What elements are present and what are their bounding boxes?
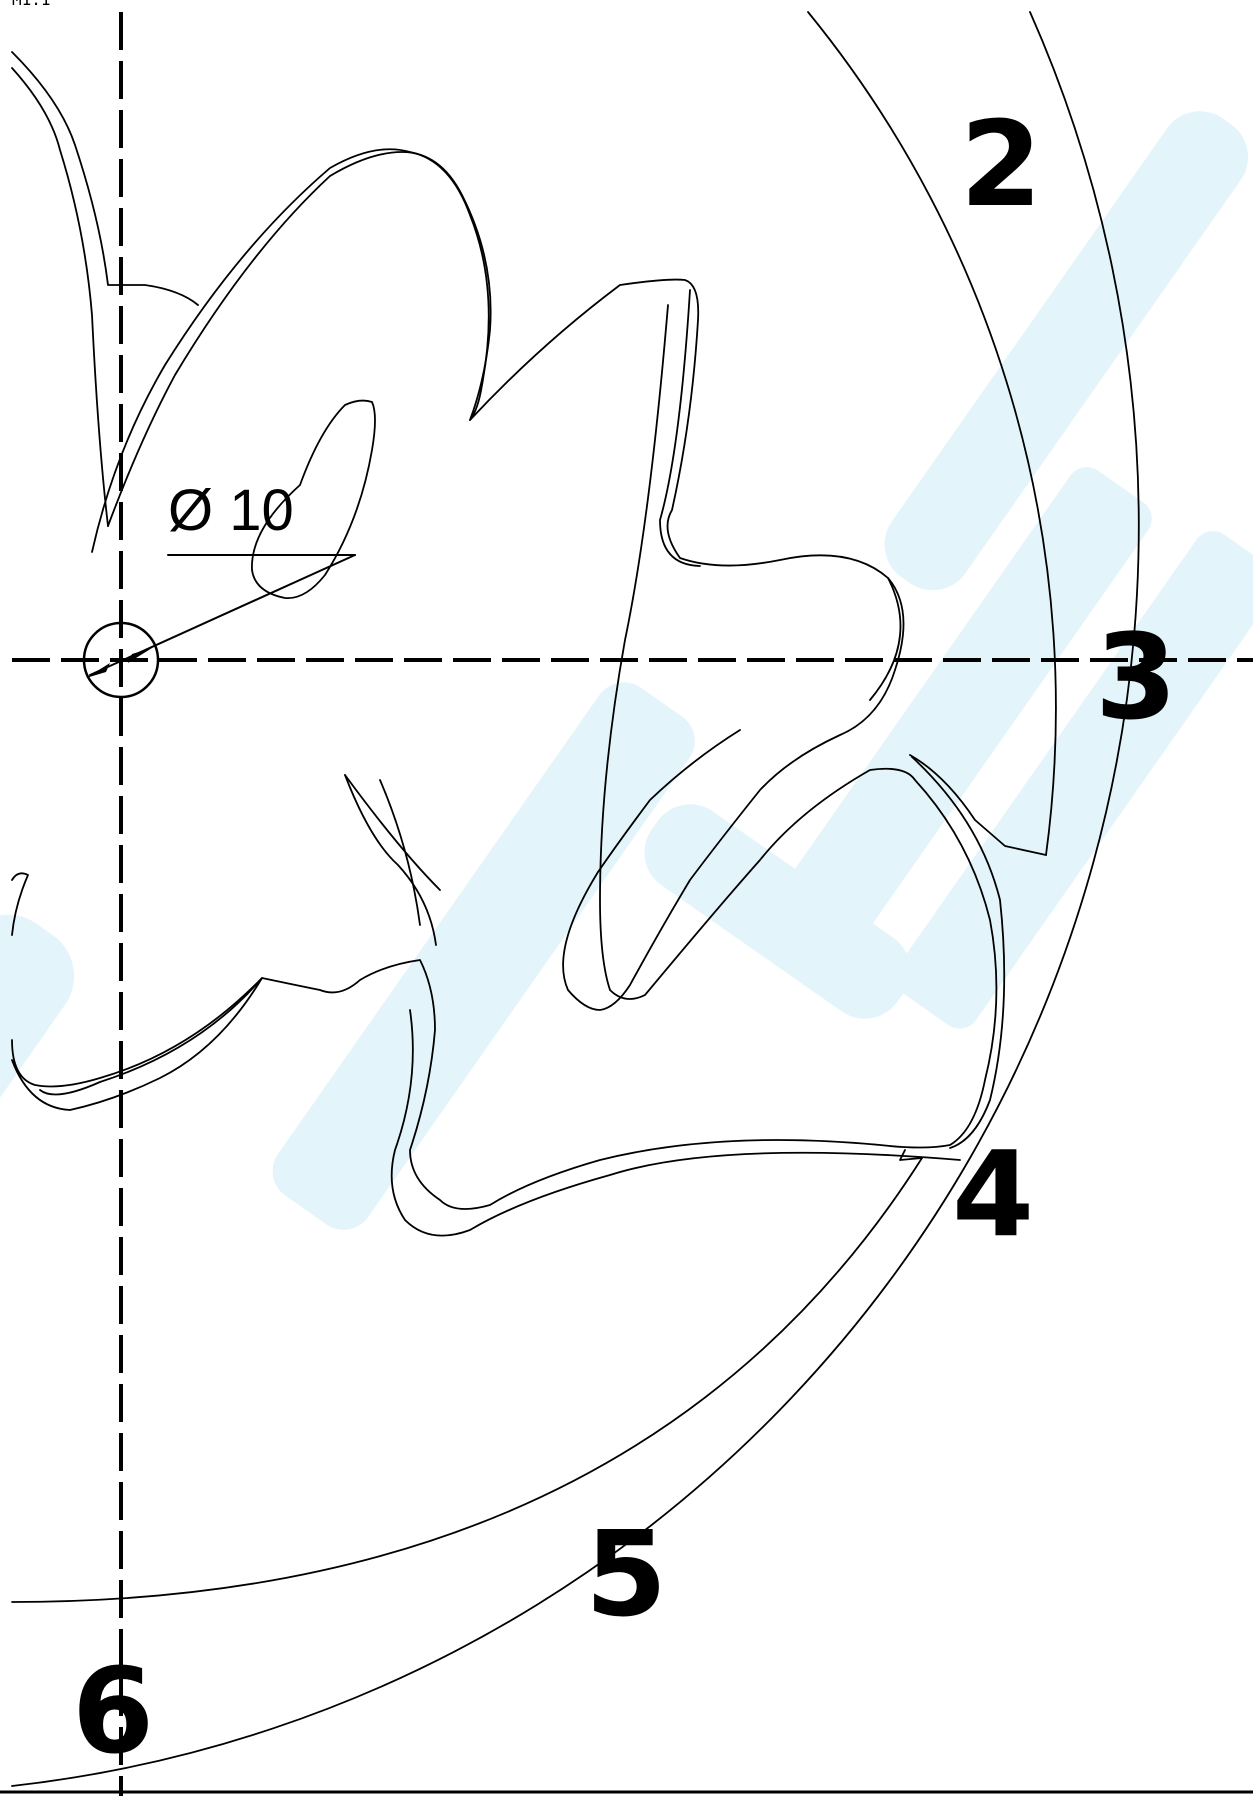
sector-number-2: 2	[960, 95, 1042, 233]
inner-circle-arc-upper	[807, 11, 1057, 856]
dimension-leader	[89, 554, 356, 676]
gear-inner-contour	[39, 304, 998, 1210]
outer-circle-arc	[11, 11, 1140, 1787]
dimension-arrow-left	[86, 663, 110, 678]
gear-inner-contour-offset	[344, 289, 1006, 1237]
gear-left-small-arc	[11, 872, 29, 936]
inner-circle-arc-lower	[11, 1157, 923, 1603]
sector-number-3: 3	[1095, 608, 1177, 746]
gear-inner-lobe	[251, 399, 376, 599]
inner-circle-step	[909, 754, 1047, 856]
dimension-label: Ø 10	[168, 478, 294, 543]
gear-left-lower	[11, 977, 263, 1111]
gear-outline-mid	[91, 148, 490, 553]
inner-circle-lower-tip	[899, 1149, 923, 1161]
sector-number-4: 4	[952, 1125, 1034, 1263]
sector-number-6: 6	[72, 1642, 154, 1780]
gear-left-lobe	[344, 774, 437, 946]
sector-number-5: 5	[585, 1505, 667, 1643]
scale-label: M1:1	[12, 0, 51, 9]
gear-top-left-tooth	[11, 51, 199, 527]
center-hole	[82, 621, 160, 699]
dimension-arrow-right	[128, 648, 152, 663]
